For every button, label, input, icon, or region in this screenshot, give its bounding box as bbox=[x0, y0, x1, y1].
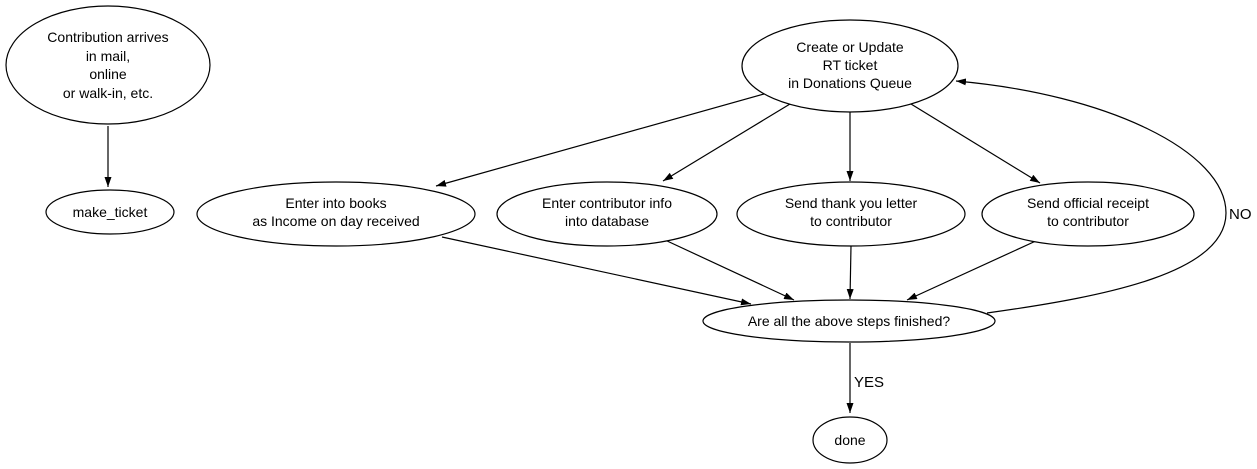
edge-label-no: NO bbox=[1229, 206, 1252, 223]
node-enter-contributor-info: Enter contributor info into database bbox=[496, 181, 718, 247]
node-enter-into-books: Enter into books as Income on day receiv… bbox=[196, 181, 476, 247]
node-label-line: to contributor bbox=[1047, 213, 1129, 229]
node-label-line: Enter contributor info bbox=[542, 195, 672, 211]
node-label-line: to contributor bbox=[810, 213, 892, 229]
node-label-line: in Donations Queue bbox=[788, 75, 912, 91]
node-label-line: as Income on day received bbox=[252, 213, 419, 229]
node-contribution-arrives: Contribution arrives in mail, online or … bbox=[5, 5, 211, 125]
node-label-line: make_ticket bbox=[73, 204, 148, 220]
edge-official-receipt-to-finished bbox=[906, 239, 1039, 301]
node-steps-finished: Are all the above steps finished? bbox=[702, 299, 996, 343]
node-make-ticket: make_ticket bbox=[45, 189, 175, 235]
node-label-line: Send official receipt bbox=[1027, 195, 1149, 211]
node-send-thank-you-letter: Send thank you letter to contributor bbox=[736, 181, 966, 247]
edge-create-to-official-receipt bbox=[910, 103, 1041, 184]
receipt-ellipse bbox=[981, 181, 1195, 247]
node-label-line: or walk-in, etc. bbox=[63, 85, 153, 101]
edge-enter-contributor-to-finished bbox=[664, 239, 795, 301]
edge-label-yes: YES bbox=[854, 374, 884, 391]
contribution-ellipse bbox=[5, 5, 211, 125]
node-label-line: Are all the above steps finished? bbox=[748, 313, 951, 329]
edge-thank-you-to-finished bbox=[846, 245, 854, 300]
edge-create-to-enter-contributor bbox=[662, 103, 791, 182]
node-label-line: into database bbox=[565, 213, 649, 229]
node-label-line: Enter into books bbox=[285, 195, 386, 211]
edge-finished-to-create-no-loop bbox=[955, 78, 1227, 314]
node-done: done bbox=[812, 416, 888, 464]
finished-ellipse bbox=[702, 299, 996, 343]
node-label-line: Create or Update bbox=[796, 39, 904, 55]
edge-enter-books-to-finished bbox=[441, 236, 752, 306]
done-ellipse bbox=[812, 416, 888, 464]
node-label-line: online bbox=[89, 66, 127, 82]
node-label-line: Contribution arrives bbox=[47, 29, 168, 45]
enter-books-ellipse bbox=[196, 181, 476, 247]
node-label-line: in mail, bbox=[86, 48, 130, 64]
node-send-official-receipt: Send official receipt to contributor bbox=[981, 181, 1195, 247]
node-label-line: Send thank you letter bbox=[785, 195, 918, 211]
node-create-update-rt-ticket: Create or Update RT ticket in Donations … bbox=[741, 19, 959, 113]
create-ticket-ellipse bbox=[741, 19, 959, 113]
node-label-line: done bbox=[834, 432, 865, 448]
enter-db-ellipse bbox=[496, 181, 718, 247]
thank-you-ellipse bbox=[736, 181, 966, 247]
node-label-line: RT ticket bbox=[823, 57, 878, 73]
make-ticket-ellipse bbox=[45, 189, 175, 235]
edge-create-to-enter-books bbox=[435, 93, 765, 187]
